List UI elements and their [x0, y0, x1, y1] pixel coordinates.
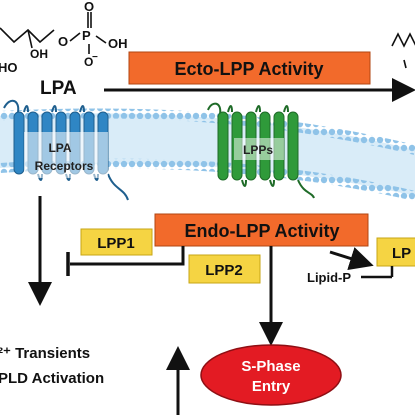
lpps-label: LPPs: [243, 143, 273, 157]
lpp2-label: LPP2: [205, 262, 243, 279]
lp-partial-label: LP: [392, 245, 411, 262]
oh-right-label: OH: [108, 36, 128, 51]
lpa-receptors-label-line2: Receptors: [35, 159, 94, 173]
minus-sign: −: [92, 52, 98, 63]
s-phase-label-line1: S-Phase: [241, 358, 300, 375]
endo-lpp-label: Endo-LPP Activity: [184, 221, 339, 241]
endo-lpp-box: [154, 213, 369, 247]
o-top-label: O: [84, 0, 94, 14]
lpa-receptors-label-line1: LPA: [48, 141, 71, 155]
product-molecule-fragment: [391, 32, 415, 69]
lpp2-box: [188, 254, 261, 284]
lipid-p-label: Lipid-P: [307, 270, 351, 285]
s-phase-ellipse: [200, 344, 342, 406]
endo-inhibition-line: [70, 246, 185, 266]
phosphorus-label: P: [82, 28, 91, 43]
lpa-label: LPA: [40, 78, 77, 99]
ecto-lpp-box: [128, 51, 371, 85]
o-left-label: O: [58, 34, 68, 49]
ecto-lpp-label: Ecto-LPP Activity: [174, 59, 323, 79]
s-phase-label-line2: Entry: [252, 378, 291, 395]
o-minus-label: O: [84, 55, 93, 69]
lpp1-label: LPP1: [97, 235, 135, 252]
ho-label: HO: [0, 60, 18, 75]
oh-top-label: OH: [30, 47, 48, 61]
pld-activation-label: PLD Activation: [0, 370, 104, 387]
lpa-molecule: HO OH O P OH O O −: [0, 0, 128, 75]
lpp1-box: [80, 228, 153, 256]
lpp-protein: [207, 102, 315, 199]
lp-partial-box: [376, 237, 415, 267]
ca-transients-label: ²⁺ Transients: [0, 345, 90, 362]
lipid-arrow: [329, 247, 374, 271]
lpa-receptor: [3, 99, 129, 201]
